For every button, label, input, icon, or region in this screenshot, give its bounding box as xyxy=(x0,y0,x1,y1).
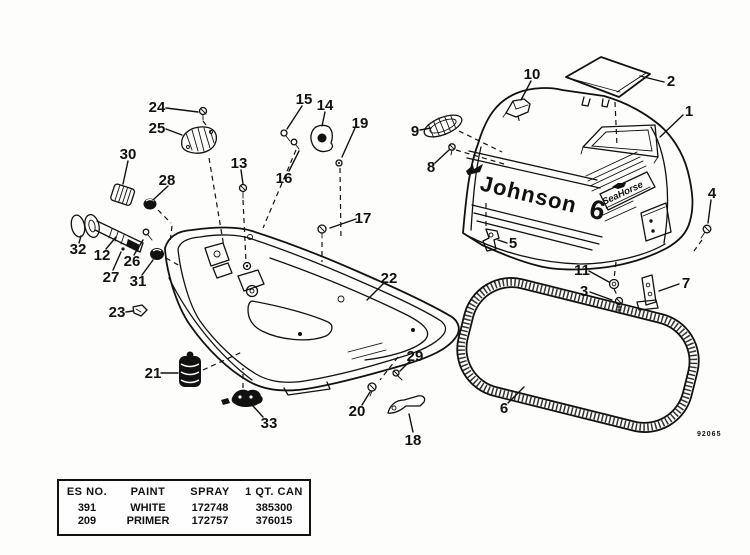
callout-numbers: 1 2 3 4 5 6 7 8 9 10 11 12 13 14 15 16 1… xyxy=(70,66,717,449)
seahorse-decal-panel xyxy=(599,171,656,211)
clip-14 xyxy=(310,124,334,153)
screw-29 xyxy=(392,369,403,381)
leader-lines xyxy=(78,75,712,433)
plate-25 xyxy=(181,126,218,154)
callout-18: 18 xyxy=(405,432,422,449)
screw-8 xyxy=(448,143,456,156)
clip-23 xyxy=(132,304,148,317)
screw-4 xyxy=(700,224,712,239)
drawing-code: 92065 xyxy=(697,431,722,438)
callout-2: 2 xyxy=(667,73,675,90)
paint-table-header: ES NO. PAINT SPRAY 1 QT. CAN xyxy=(59,486,309,499)
callout-28: 28 xyxy=(159,172,176,189)
grip-handle xyxy=(423,114,463,138)
seahorse-logo-icon xyxy=(612,183,626,189)
callout-14: 14 xyxy=(317,97,334,114)
screw-24 xyxy=(198,106,208,121)
callout-3: 3 xyxy=(580,283,588,300)
bracket-arm-18 xyxy=(387,395,426,414)
col-header-paint: PAINT xyxy=(130,486,166,498)
cell-es-no: 391 xyxy=(77,502,97,514)
model-text: 6 xyxy=(587,194,609,227)
callout-29: 29 xyxy=(407,348,424,365)
grommet-28 xyxy=(143,198,157,210)
cell-spray: 172757 xyxy=(191,515,229,527)
callout-5: 5 xyxy=(509,235,517,252)
callout-27: 27 xyxy=(103,269,120,286)
callout-13: 13 xyxy=(231,155,248,172)
callout-10: 10 xyxy=(524,66,541,83)
callout-15: 15 xyxy=(296,91,313,108)
latch-assembly-33 xyxy=(221,389,263,407)
nut-19 xyxy=(335,159,343,167)
table-row: 391 WHITE 172748 385300 xyxy=(59,502,309,515)
col-header-es-no: ES NO. xyxy=(66,486,108,498)
callout-33: 33 xyxy=(261,415,278,432)
callout-22: 22 xyxy=(381,270,398,287)
shaft-12 xyxy=(84,214,144,253)
pin-26 xyxy=(142,228,153,241)
latch xyxy=(502,98,531,118)
cell-spray: 172748 xyxy=(191,502,229,514)
callout-1: 1 xyxy=(685,103,693,120)
callout-9: 9 xyxy=(411,123,419,140)
seal-gasket xyxy=(456,277,700,433)
grommet-31 xyxy=(150,248,164,260)
callout-8: 8 xyxy=(427,159,435,176)
callout-7: 7 xyxy=(682,275,690,292)
spring-mount-21 xyxy=(179,351,201,387)
engine-pan xyxy=(164,226,460,396)
callout-31: 31 xyxy=(130,273,147,290)
callout-23: 23 xyxy=(109,304,126,321)
clamp-30 xyxy=(110,183,136,206)
bracket-7 xyxy=(636,274,659,311)
cell-qt-can: 376015 xyxy=(255,515,293,527)
nut-11 xyxy=(608,278,620,290)
paint-table: ES NO. PAINT SPRAY 1 QT. CAN 391 WHITE 1… xyxy=(57,479,311,536)
flag-logo-icon xyxy=(466,164,483,175)
clip-20 xyxy=(367,382,377,397)
bracket-5 xyxy=(482,228,500,252)
screw-17 xyxy=(317,224,327,239)
callout-30: 30 xyxy=(120,146,137,163)
pin-27 xyxy=(121,247,125,251)
cell-qt-can: 385300 xyxy=(255,502,293,514)
cell-paint: PRIMER xyxy=(126,515,170,527)
col-header-spray: SPRAY xyxy=(190,486,230,498)
assembly-dashes xyxy=(157,101,703,388)
callout-32: 32 xyxy=(70,241,87,258)
callout-16: 16 xyxy=(276,170,293,187)
callout-11: 11 xyxy=(574,262,590,279)
screws-15-16 xyxy=(280,129,300,150)
top-plate xyxy=(565,56,651,108)
callout-4: 4 xyxy=(708,185,717,202)
callout-21: 21 xyxy=(145,365,162,382)
screw-13 xyxy=(238,183,248,199)
callout-6: 6 xyxy=(500,400,508,417)
callout-17: 17 xyxy=(355,210,372,227)
washer-32 xyxy=(70,214,86,238)
callout-19: 19 xyxy=(352,115,369,132)
cell-paint: WHITE xyxy=(130,502,166,514)
table-row: 209 PRIMER 172757 376015 xyxy=(59,515,309,528)
cell-es-no: 209 xyxy=(77,515,97,527)
callout-25: 25 xyxy=(149,120,166,137)
callout-20: 20 xyxy=(349,403,366,420)
col-header-qt-can: 1 QT. CAN xyxy=(245,486,303,498)
screw-3 xyxy=(614,296,624,314)
motor-cover xyxy=(462,87,694,271)
callout-26: 26 xyxy=(124,253,141,270)
callout-12: 12 xyxy=(94,247,111,264)
callout-24: 24 xyxy=(149,99,166,116)
